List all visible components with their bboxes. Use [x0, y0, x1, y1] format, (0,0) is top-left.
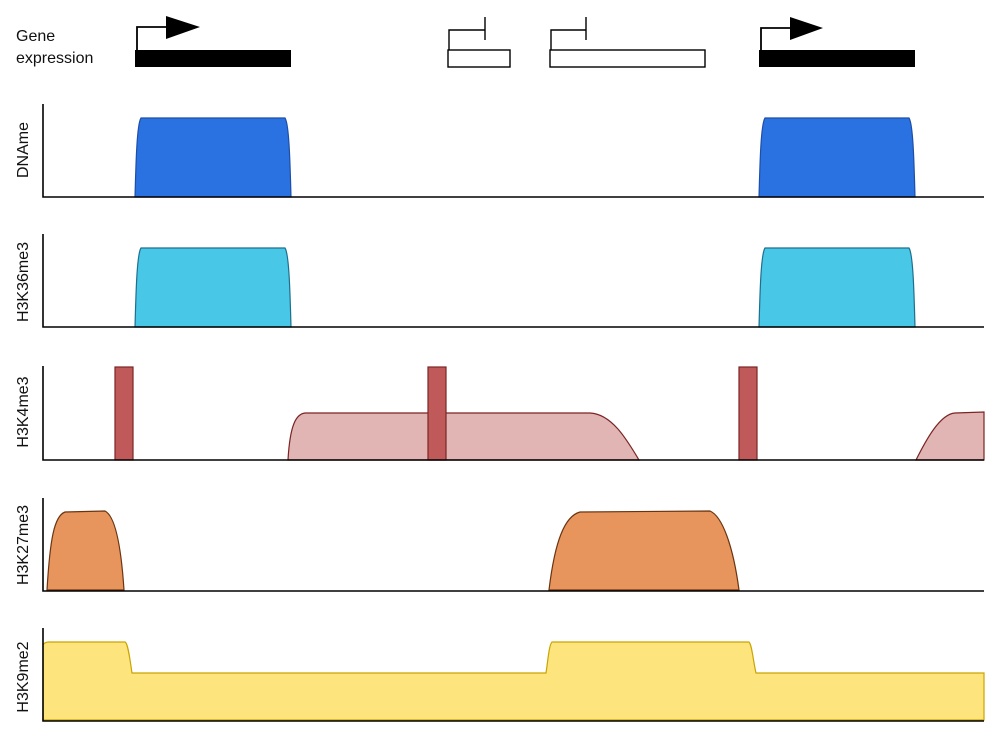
- gene-body: [135, 50, 291, 67]
- track-axis: [42, 104, 984, 198]
- dname-peak-gene-1: [134, 117, 292, 198]
- arrow-head-icon: [790, 17, 823, 40]
- track-label-h3k36me3: H3K36me3: [15, 242, 32, 322]
- gene-1-expressed: [135, 16, 291, 67]
- track-h3k9me2: H3K9me2: [15, 628, 985, 722]
- gene-body: [549, 49, 706, 68]
- track-label-dname: DNAme: [15, 122, 32, 178]
- track-axis: [42, 498, 984, 592]
- h3k4me3-broad-domain-center: [287, 412, 641, 461]
- track-axis: [42, 234, 984, 328]
- promoter-arrow-stem: [760, 27, 792, 50]
- gene-expression-label-line2: expression: [16, 50, 94, 67]
- gene-body: [447, 49, 511, 68]
- h3k36me3-peak-gene-1: [134, 247, 292, 328]
- h3k9me2-heterochromatin-domain: [42, 641, 985, 721]
- track-h3k27me3: H3K27me3: [15, 498, 984, 592]
- track-axis: [42, 628, 984, 722]
- track-axis: [42, 366, 984, 461]
- track-label-h3k27me3: H3K27me3: [15, 505, 32, 585]
- h3k36me3-peak-gene-4: [758, 247, 916, 328]
- track-label-h3k9me2: H3K9me2: [15, 641, 32, 712]
- gene-2-silent: [447, 17, 511, 68]
- h3k4me3-promoter-spike-gene-2: [427, 366, 447, 461]
- promoter-stem: [448, 29, 485, 50]
- promoter-arrow-stem: [136, 26, 168, 50]
- track-dname: DNAme: [15, 104, 984, 198]
- track-h3k36me3: H3K36me3: [15, 234, 984, 328]
- gene-expression-label-line1: Gene: [16, 28, 56, 45]
- gene-body: [759, 50, 915, 67]
- arrow-head-icon: [166, 16, 200, 39]
- h3k27me3-domain-center: [548, 510, 740, 591]
- gene-3-silent: [549, 17, 706, 68]
- gene-4-expressed: [759, 17, 915, 67]
- h3k4me3-broad-domain-right: [915, 411, 985, 461]
- track-label-h3k4me3: H3K4me3: [15, 376, 32, 447]
- track-h3k4me3: H3K4me3: [15, 366, 985, 461]
- promoter-stem: [550, 29, 586, 50]
- h3k4me3-promoter-spike-gene-1: [114, 366, 134, 461]
- h3k27me3-domain-left: [46, 510, 125, 591]
- h3k4me3-promoter-spike-gene-4: [738, 366, 758, 461]
- dname-peak-gene-4: [758, 117, 916, 198]
